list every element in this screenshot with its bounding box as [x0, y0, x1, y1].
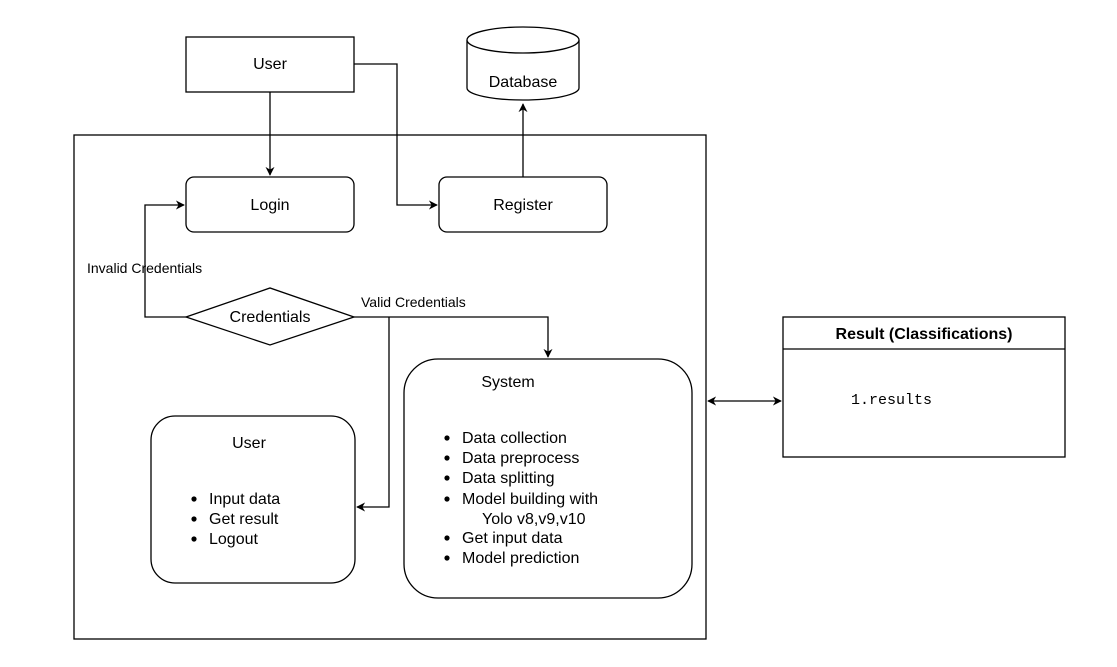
system-title: System	[481, 374, 534, 391]
login-node-label: Login	[250, 197, 289, 214]
user-node-label: User	[253, 56, 287, 73]
list-item: Get result	[209, 511, 279, 528]
list-item: Input data	[209, 491, 280, 508]
list-item: Data splitting	[462, 470, 555, 487]
bullet-icon	[444, 455, 450, 461]
edge-valid-system	[354, 316, 553, 358]
system-list: Data collection Data preprocess Data spl…	[444, 430, 598, 567]
edge-label-invalid: Invalid Credentials	[87, 260, 202, 276]
bullet-icon	[444, 496, 450, 502]
edge-user-register	[354, 63, 438, 210]
list-item-continuation: Yolo v8,v9,v10	[482, 511, 586, 528]
user-panel-list: Input data Get result Logout	[191, 491, 280, 548]
list-item: Get input data	[462, 530, 563, 547]
list-item: Data preprocess	[462, 450, 579, 467]
system-boundary	[73, 134, 707, 640]
list-item: Model prediction	[462, 550, 579, 567]
list-item: Model building with	[462, 491, 598, 508]
user-panel-title: User	[232, 435, 266, 452]
result-node: Result (Classifications) 1.results	[782, 316, 1066, 458]
database-node: Database	[466, 26, 580, 101]
result-body: 1.results	[851, 392, 932, 409]
login-node: Login	[185, 176, 355, 233]
database-node-label: Database	[489, 74, 558, 91]
bullet-icon	[444, 555, 450, 561]
bullet-icon	[191, 536, 197, 542]
bullet-icon	[444, 475, 450, 481]
list-item: Data collection	[462, 430, 567, 447]
bullet-icon	[444, 535, 450, 541]
user-panel: User Input data Get result Logout	[150, 415, 356, 584]
register-node: Register	[438, 176, 608, 233]
system-node: System Data collection Data preprocess D…	[403, 358, 693, 599]
user-node: User	[185, 36, 355, 93]
list-item: Logout	[209, 531, 258, 548]
bullet-icon	[191, 516, 197, 522]
bullet-icon	[444, 435, 450, 441]
bullet-icon	[191, 496, 197, 502]
result-title: Result (Classifications)	[836, 326, 1013, 343]
edge-label-valid: Valid Credentials	[361, 294, 466, 310]
edge-credentials-user	[356, 317, 390, 512]
credentials-label: Credentials	[230, 309, 311, 326]
register-node-label: Register	[493, 197, 553, 214]
credentials-decision: Credentials	[183, 287, 357, 346]
edge-invalid-credentials	[144, 200, 186, 318]
